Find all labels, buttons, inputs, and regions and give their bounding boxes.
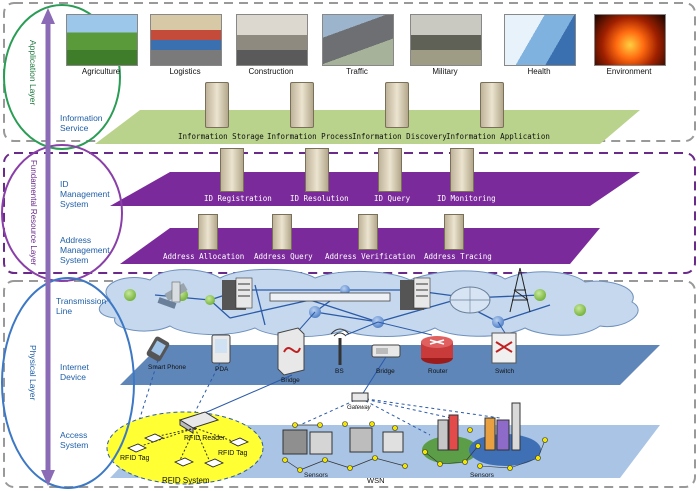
switch-icon <box>491 332 517 364</box>
physical-layer-ellipse <box>1 277 135 489</box>
router-label: Router <box>428 368 448 375</box>
pda-label: PDA <box>215 366 229 373</box>
information-service-label: Information Service <box>60 113 103 133</box>
health-photo <box>504 14 576 66</box>
bs-icon <box>330 328 350 365</box>
information-discovery-label: Information Discovery <box>352 132 447 141</box>
rfid-reader-label: RFID Reader <box>184 435 226 442</box>
id-monitoring-label: ID Monitoring <box>437 194 496 203</box>
transmission-tower-icon <box>509 267 531 313</box>
server-icon <box>205 82 229 128</box>
id-resolution-label: ID Resolution <box>290 194 349 203</box>
environment-label: Environment <box>606 67 652 76</box>
server-icon <box>290 82 314 128</box>
bridge-icon-2 <box>371 344 401 358</box>
access-system-label: Access System <box>60 430 89 450</box>
wsn-buildings-icon <box>282 427 404 455</box>
server-icon <box>444 214 464 250</box>
server-icon <box>305 148 329 192</box>
arrow-head-up <box>41 8 55 24</box>
gateway-icon <box>351 392 369 402</box>
address-tracing-label: Address Tracing <box>424 252 492 261</box>
traffic-photo <box>322 14 394 66</box>
sensor-cluster-links <box>424 439 546 469</box>
id-registration-label: ID Registration <box>204 194 272 203</box>
traffic-label: Traffic <box>346 67 368 76</box>
switch-label: Switch <box>495 368 515 375</box>
sensor-buildings-icon <box>437 402 521 451</box>
construction-label: Construction <box>248 67 294 76</box>
bridge-label-2: Bridge <box>376 368 395 375</box>
fundamental-layer-label: Fundamental Resource Layer <box>29 160 38 266</box>
server-icon <box>378 148 402 192</box>
military-photo <box>410 14 482 66</box>
sensors-label-left: Sensors <box>304 472 328 479</box>
information-storage-label: Information Storage <box>178 132 264 141</box>
server-icon <box>220 148 244 192</box>
information-process-label: Information Process <box>267 132 353 141</box>
smart-phone-label: Smart Phone <box>148 364 186 371</box>
internet-device-plane <box>120 345 660 385</box>
device-access-links <box>199 356 387 416</box>
transmission-line-label: Transmission Line <box>56 296 107 316</box>
wsn-links <box>284 424 406 471</box>
fundamental-layer-box <box>3 152 696 274</box>
wsn-sensor-nodes <box>282 421 408 473</box>
address-query-label: Address Query <box>254 252 313 261</box>
router-icon <box>421 336 453 364</box>
cloud-dome-icon <box>449 286 491 314</box>
environment-photo <box>594 14 666 66</box>
satellite-icon <box>157 281 188 309</box>
server-icon <box>198 214 218 250</box>
cloud-server-icon-right <box>400 277 431 310</box>
construction-photo <box>236 14 308 66</box>
gateway-label: Gateway <box>347 405 371 411</box>
bridge-label-1: Bridge <box>281 377 300 384</box>
military-label: Military <box>432 67 458 76</box>
address-allocation-label: Address Allocation <box>163 252 245 261</box>
physical-layer-label: Physical Layer <box>28 345 38 401</box>
server-icon <box>272 214 292 250</box>
agriculture-photo <box>66 14 138 66</box>
sensors-label-right: Sensors <box>470 472 494 479</box>
pda-icon <box>211 334 231 364</box>
cloud-rack-icon <box>269 292 391 302</box>
rfid-links <box>134 427 236 463</box>
server-icon <box>358 214 378 250</box>
health-label: Health <box>527 67 551 76</box>
address-verification-label: Address Verification <box>325 252 416 261</box>
wsn-label: WSN <box>367 476 385 485</box>
rfid-zone <box>106 411 264 485</box>
bs-label: BS <box>335 368 344 375</box>
agriculture-label: Agriculture <box>81 67 121 76</box>
rfid-tags <box>127 433 249 468</box>
id-query-label: ID Query <box>374 194 411 203</box>
id-management-label: ID Management System <box>60 179 110 209</box>
information-application-label: Information Application <box>446 132 550 141</box>
cloud-server-icon-left <box>222 277 253 310</box>
fundamental-layer-ellipse <box>1 144 123 282</box>
internet-device-label: Internet Device <box>60 362 89 382</box>
rfid-tag-label-left: RFID Tag <box>120 455 150 462</box>
server-icon <box>450 148 474 192</box>
server-icon <box>385 82 409 128</box>
logistics-label: Logistics <box>169 67 201 76</box>
address-management-label: Address Management System <box>60 235 110 265</box>
application-layer-label: Application Layer <box>28 40 38 106</box>
logistics-photo <box>150 14 222 66</box>
rfid-system-label: RFID System <box>162 476 210 485</box>
transmission-cloud <box>98 268 639 337</box>
rfid-tag-label-right: RFID Tag <box>218 450 248 457</box>
smart-phone-icon <box>146 336 170 362</box>
bridge-icon-1 <box>277 327 305 376</box>
application-layer-ellipse <box>3 4 121 150</box>
sensor-cluster-nodes <box>422 427 548 471</box>
arrow-head-down <box>41 470 55 486</box>
server-icon <box>480 82 504 128</box>
